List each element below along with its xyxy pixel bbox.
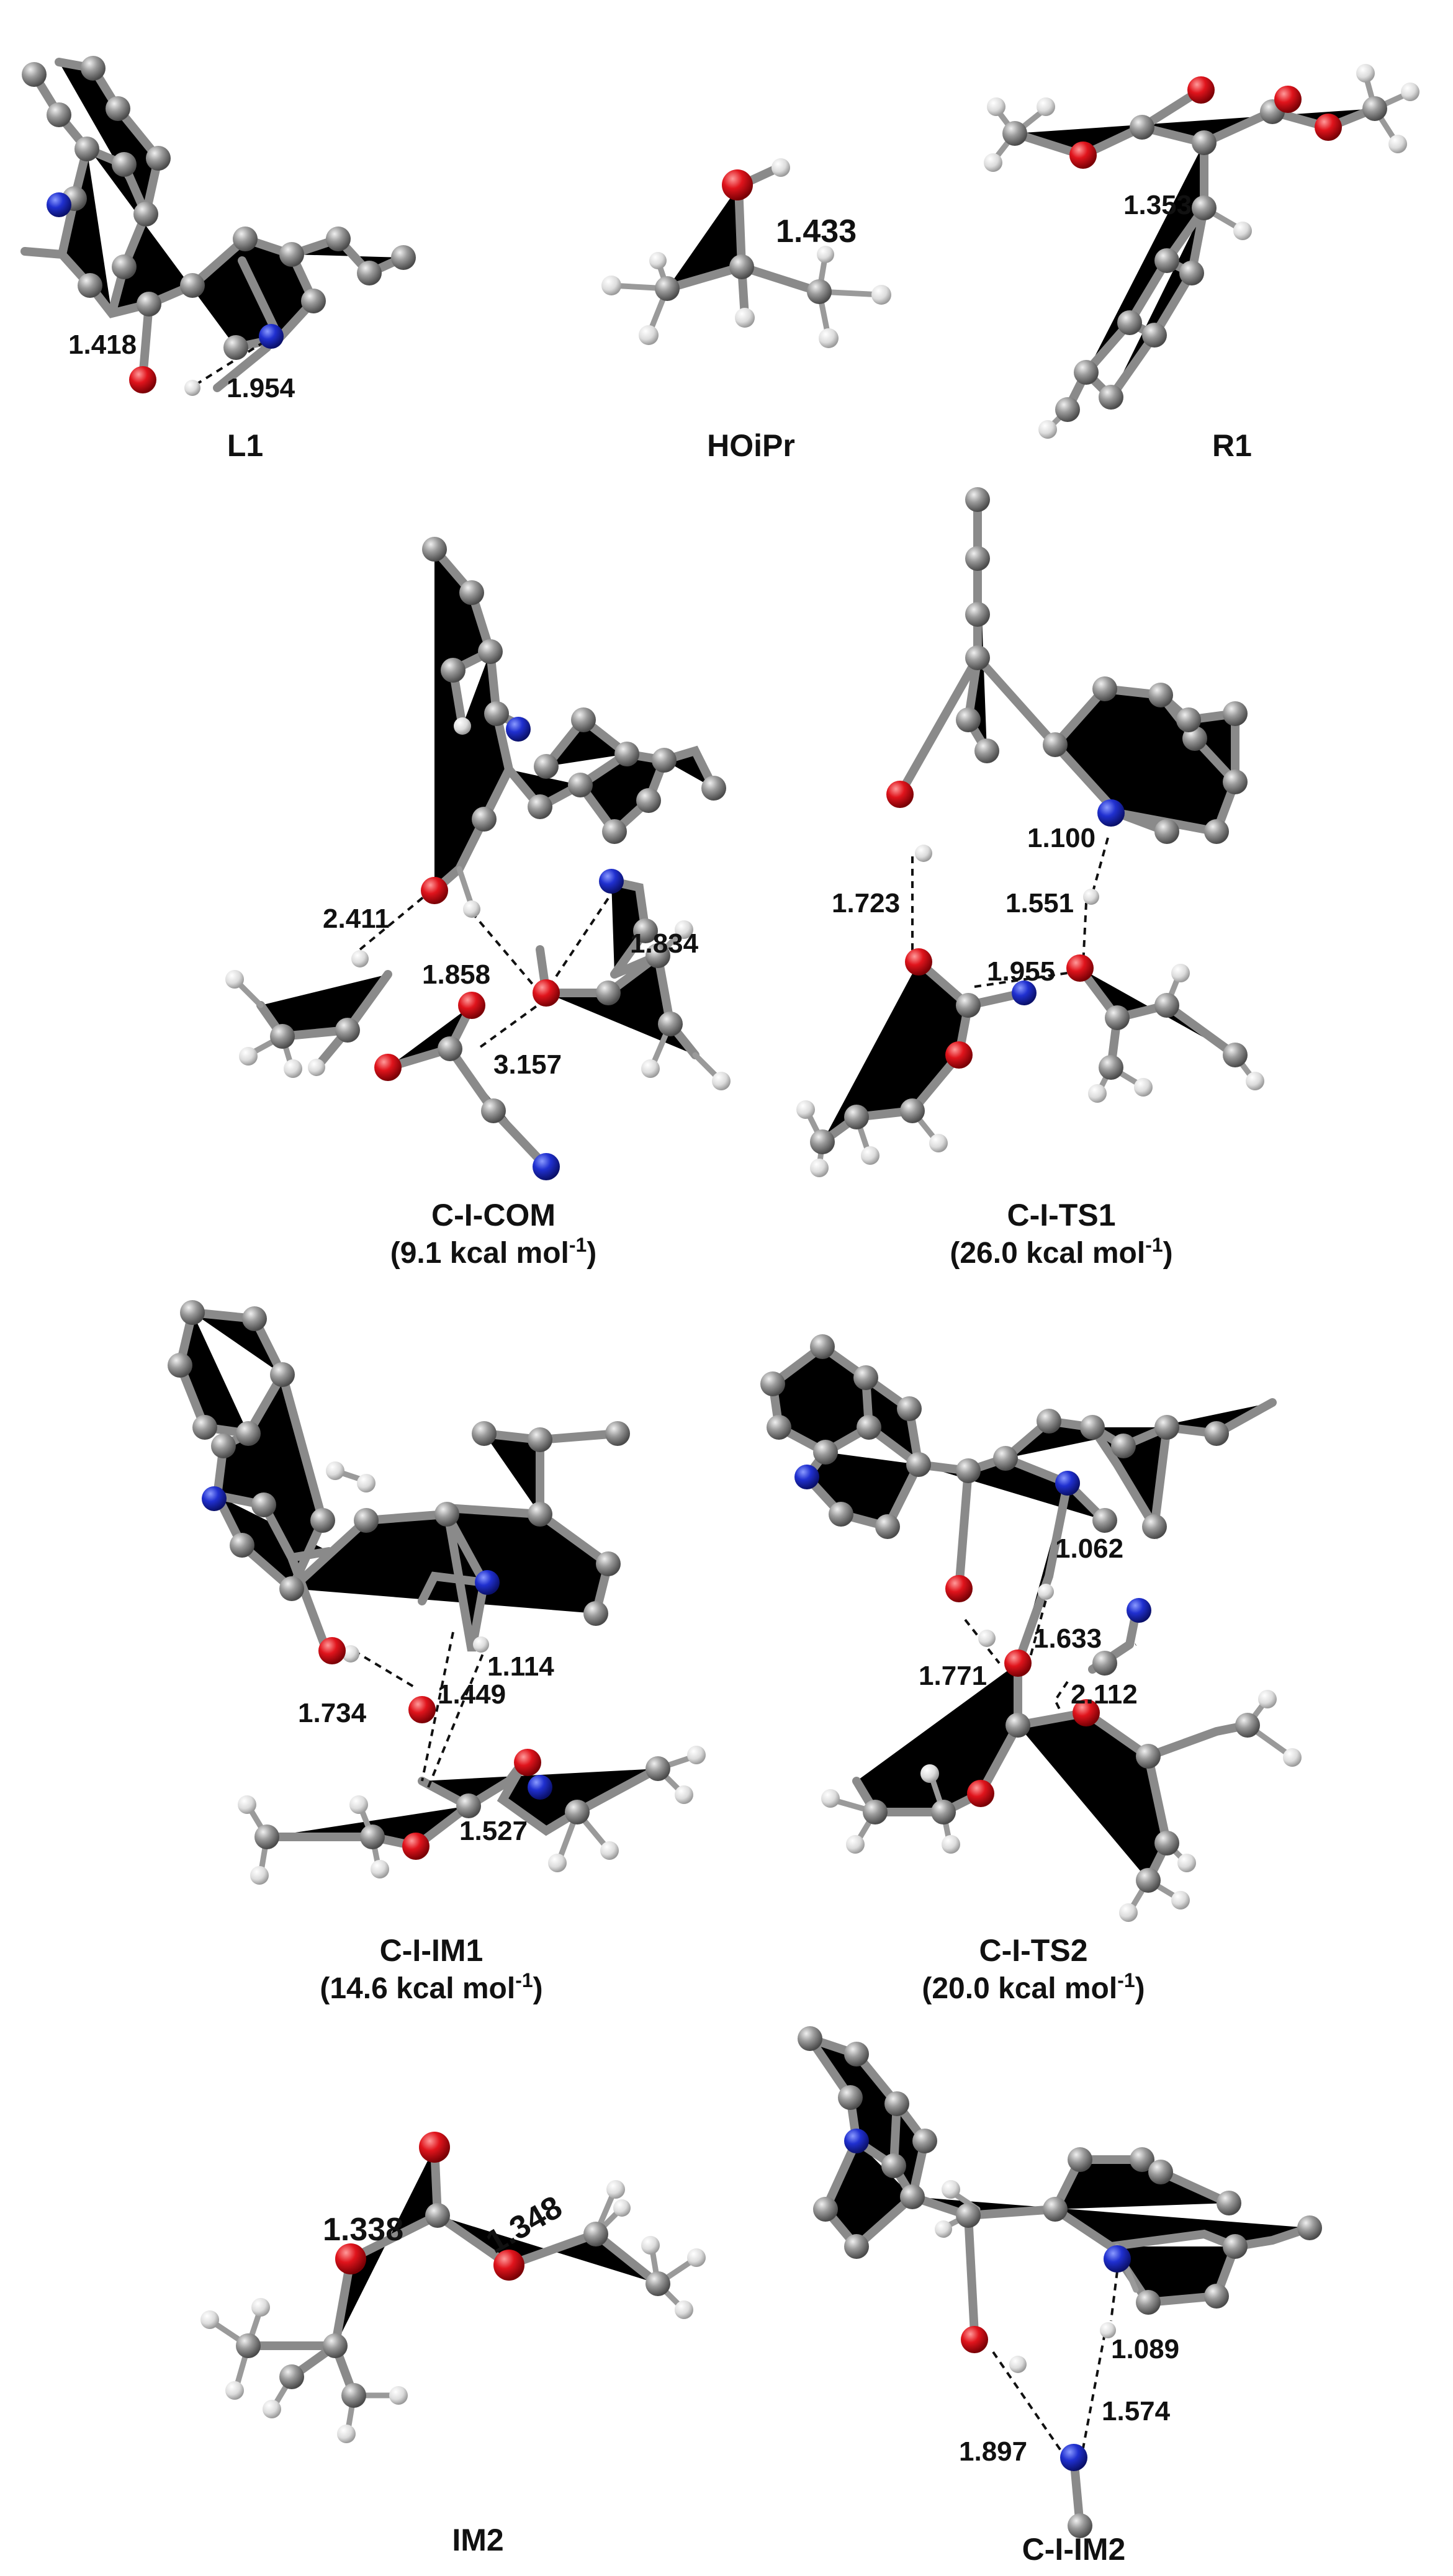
bond-length-label: 1.771	[919, 1661, 987, 1691]
molecule-c-i-ts2	[760, 1334, 1302, 1922]
panel-title: C-I-IM2	[1022, 2532, 1126, 2567]
bond-length-label: 2.112	[1071, 1679, 1138, 1710]
bond-length-label: 1.433	[776, 213, 857, 249]
relative-energy: (9.1 kcal mol-1)	[390, 1234, 597, 1270]
panel-title: R1	[1212, 428, 1252, 463]
panel-c-i-ts1: 1.100 1.723 1.551 1.955 C-I-TS1 (26.0 kc…	[796, 487, 1264, 1270]
panel-c-i-com: 2.411 1.858 1.834 3.157 C-I-COM (9.1 kca…	[225, 537, 731, 1270]
panel-title: C-I-TS1	[1007, 1198, 1116, 1232]
panel-l1: 1.418 1.954 L1	[20, 56, 416, 463]
bond-length-label: 1.633	[1033, 1623, 1102, 1654]
bond-length-label: 1.551	[1005, 888, 1074, 918]
bond-length-label: 1.338	[323, 2212, 403, 2248]
molecule-c-i-im2	[798, 2026, 1322, 2538]
relative-energy: (26.0 kcal mol-1)	[950, 1234, 1172, 1270]
panel-c-i-im2: 1.089 1.574 1.897 C-I-IM2	[798, 2026, 1322, 2567]
bond-length-label: 1.574	[1102, 2396, 1171, 2426]
relative-energy: (20.0 kcal mol-1)	[922, 1969, 1145, 2005]
bond-length-label: 1.897	[959, 2436, 1027, 2467]
panel-title: L1	[227, 428, 263, 463]
bond-length-label: 1.723	[832, 888, 900, 918]
bond-length-label: 1.858	[422, 959, 490, 990]
panel-title: C-I-IM1	[380, 1933, 484, 1968]
molecule-r1	[984, 64, 1419, 439]
molecule-c-i-com	[225, 537, 731, 1180]
molecule-c-i-im1	[168, 1300, 706, 1885]
bond-length-label: 1.955	[987, 956, 1055, 987]
panel-r1: 1.353 R1	[984, 64, 1419, 463]
bond-length-label: 1.834	[630, 928, 699, 959]
bond-length-label: 1.100	[1027, 823, 1095, 853]
bond-length-label: 1.062	[1055, 1533, 1123, 1564]
bond-length-label: 2.411	[323, 904, 390, 934]
molecule-l1	[20, 56, 416, 396]
panel-title: IM2	[452, 2523, 503, 2557]
panel-title: C-I-COM	[431, 1198, 556, 1232]
bond-length-label: 3.157	[493, 1049, 562, 1080]
panel-c-i-im1: 1.114 1.734 1.449 1.527 C-I-IM1 (14.6 kc…	[168, 1300, 706, 2005]
bond-length-label: 1.353	[1123, 190, 1192, 220]
bond-length-label: 1.114	[487, 1651, 554, 1682]
panel-hoipr: 1.433 HOiPr	[601, 158, 891, 463]
bond-length-label: 1.954	[227, 373, 295, 403]
bond-length-label: 1.449	[438, 1679, 506, 1710]
relative-energy: (14.6 kcal mol-1)	[320, 1969, 542, 2005]
panel-im2: 1.338 1.348 IM2	[200, 2132, 706, 2557]
bond-length-label: 1.418	[68, 330, 137, 360]
panel-c-i-ts2: 1.062 1.771 1.633 2.112 C-I-TS2 (20.0 kc…	[760, 1334, 1302, 2005]
panel-title: C-I-TS2	[979, 1933, 1088, 1968]
bond-length-label: 1.089	[1111, 2334, 1179, 2364]
molecule-hoipr	[601, 158, 891, 348]
panel-title: HOiPr	[707, 428, 795, 463]
molecule-c-i-ts1	[796, 487, 1264, 1177]
bond-length-label: 1.734	[298, 1698, 367, 1728]
bond-length-label: 1.527	[459, 1816, 528, 1846]
molecule-im2	[200, 2132, 706, 2443]
